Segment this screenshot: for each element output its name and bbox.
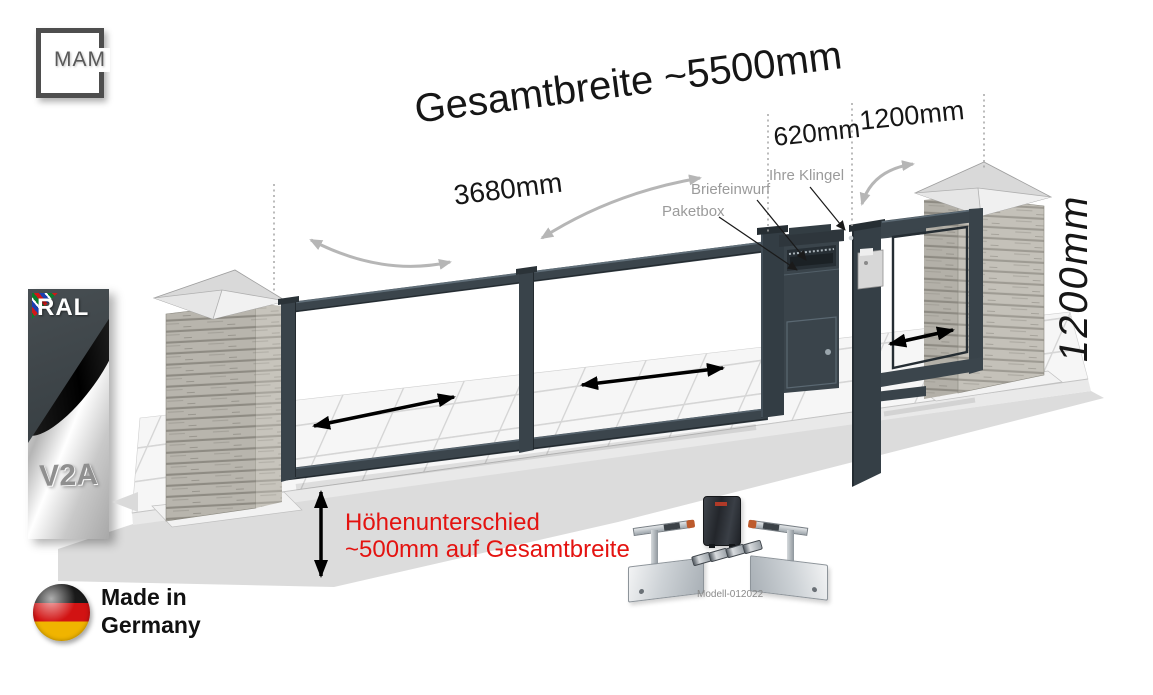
ral-v2a-badge: RAL V2A (28, 289, 109, 539)
control-unit-foot (709, 544, 715, 548)
height-note-line1: Höhenunterschied (345, 509, 540, 536)
drive-arm-right (747, 519, 809, 536)
flag-gloss (33, 584, 90, 641)
made-in-germany: Made in Germany (101, 583, 201, 639)
height-note-line2: ~500mm auf Gesamtbreite (345, 536, 630, 563)
mam-logo-text: MAM (50, 48, 110, 72)
model-label: Modell-012022 (697, 589, 764, 600)
drive-arm-segment (762, 522, 780, 531)
mounting-part (741, 539, 764, 555)
pillar-height-label: 1200mm (1052, 190, 1096, 366)
drive-arm-left (632, 519, 696, 536)
gate-frame (278, 224, 926, 482)
drive-post-left (651, 530, 658, 566)
drive-control-unit (703, 496, 741, 548)
made-in-line1: Made in (101, 584, 187, 610)
mailbox-column (757, 219, 885, 487)
callout-klingel: Ihre Klingel (769, 167, 845, 184)
drive-arm-segment (663, 522, 681, 531)
parcel-door-knob (825, 349, 831, 355)
motor-cable-hole (639, 588, 644, 595)
v2a-label: V2A (38, 457, 99, 494)
callout-paketbox: Paketbox (662, 203, 725, 220)
doorbell-button (848, 235, 854, 241)
slide-arrow-icons (312, 326, 955, 430)
drive-post-right (787, 530, 794, 566)
callout-briefeinwurf: Briefeinwurf (691, 181, 771, 198)
pedestrian-door-frame (881, 208, 983, 387)
left-pillar (151, 269, 303, 528)
made-in-line2: Germany (101, 612, 201, 638)
door-lock (857, 249, 884, 290)
callout-arrow-icons (718, 186, 846, 271)
parcel-door (786, 316, 837, 389)
badge-pointer-icon (112, 492, 138, 512)
height-difference-note: Höhenunterschied ~500mm auf Gesamtbreite (345, 509, 630, 563)
drive-arm-tip (747, 519, 757, 529)
motor-cable-hole (812, 586, 817, 593)
gate-drive-kit: Modell-012022 (612, 492, 902, 622)
germany-flag-icon (33, 584, 90, 641)
drive-arm-tip (686, 519, 696, 529)
dimension-guides (273, 94, 985, 292)
ral-label: RAL (37, 294, 90, 321)
swing-arrow-icons (309, 160, 915, 270)
control-unit-label (715, 502, 727, 506)
